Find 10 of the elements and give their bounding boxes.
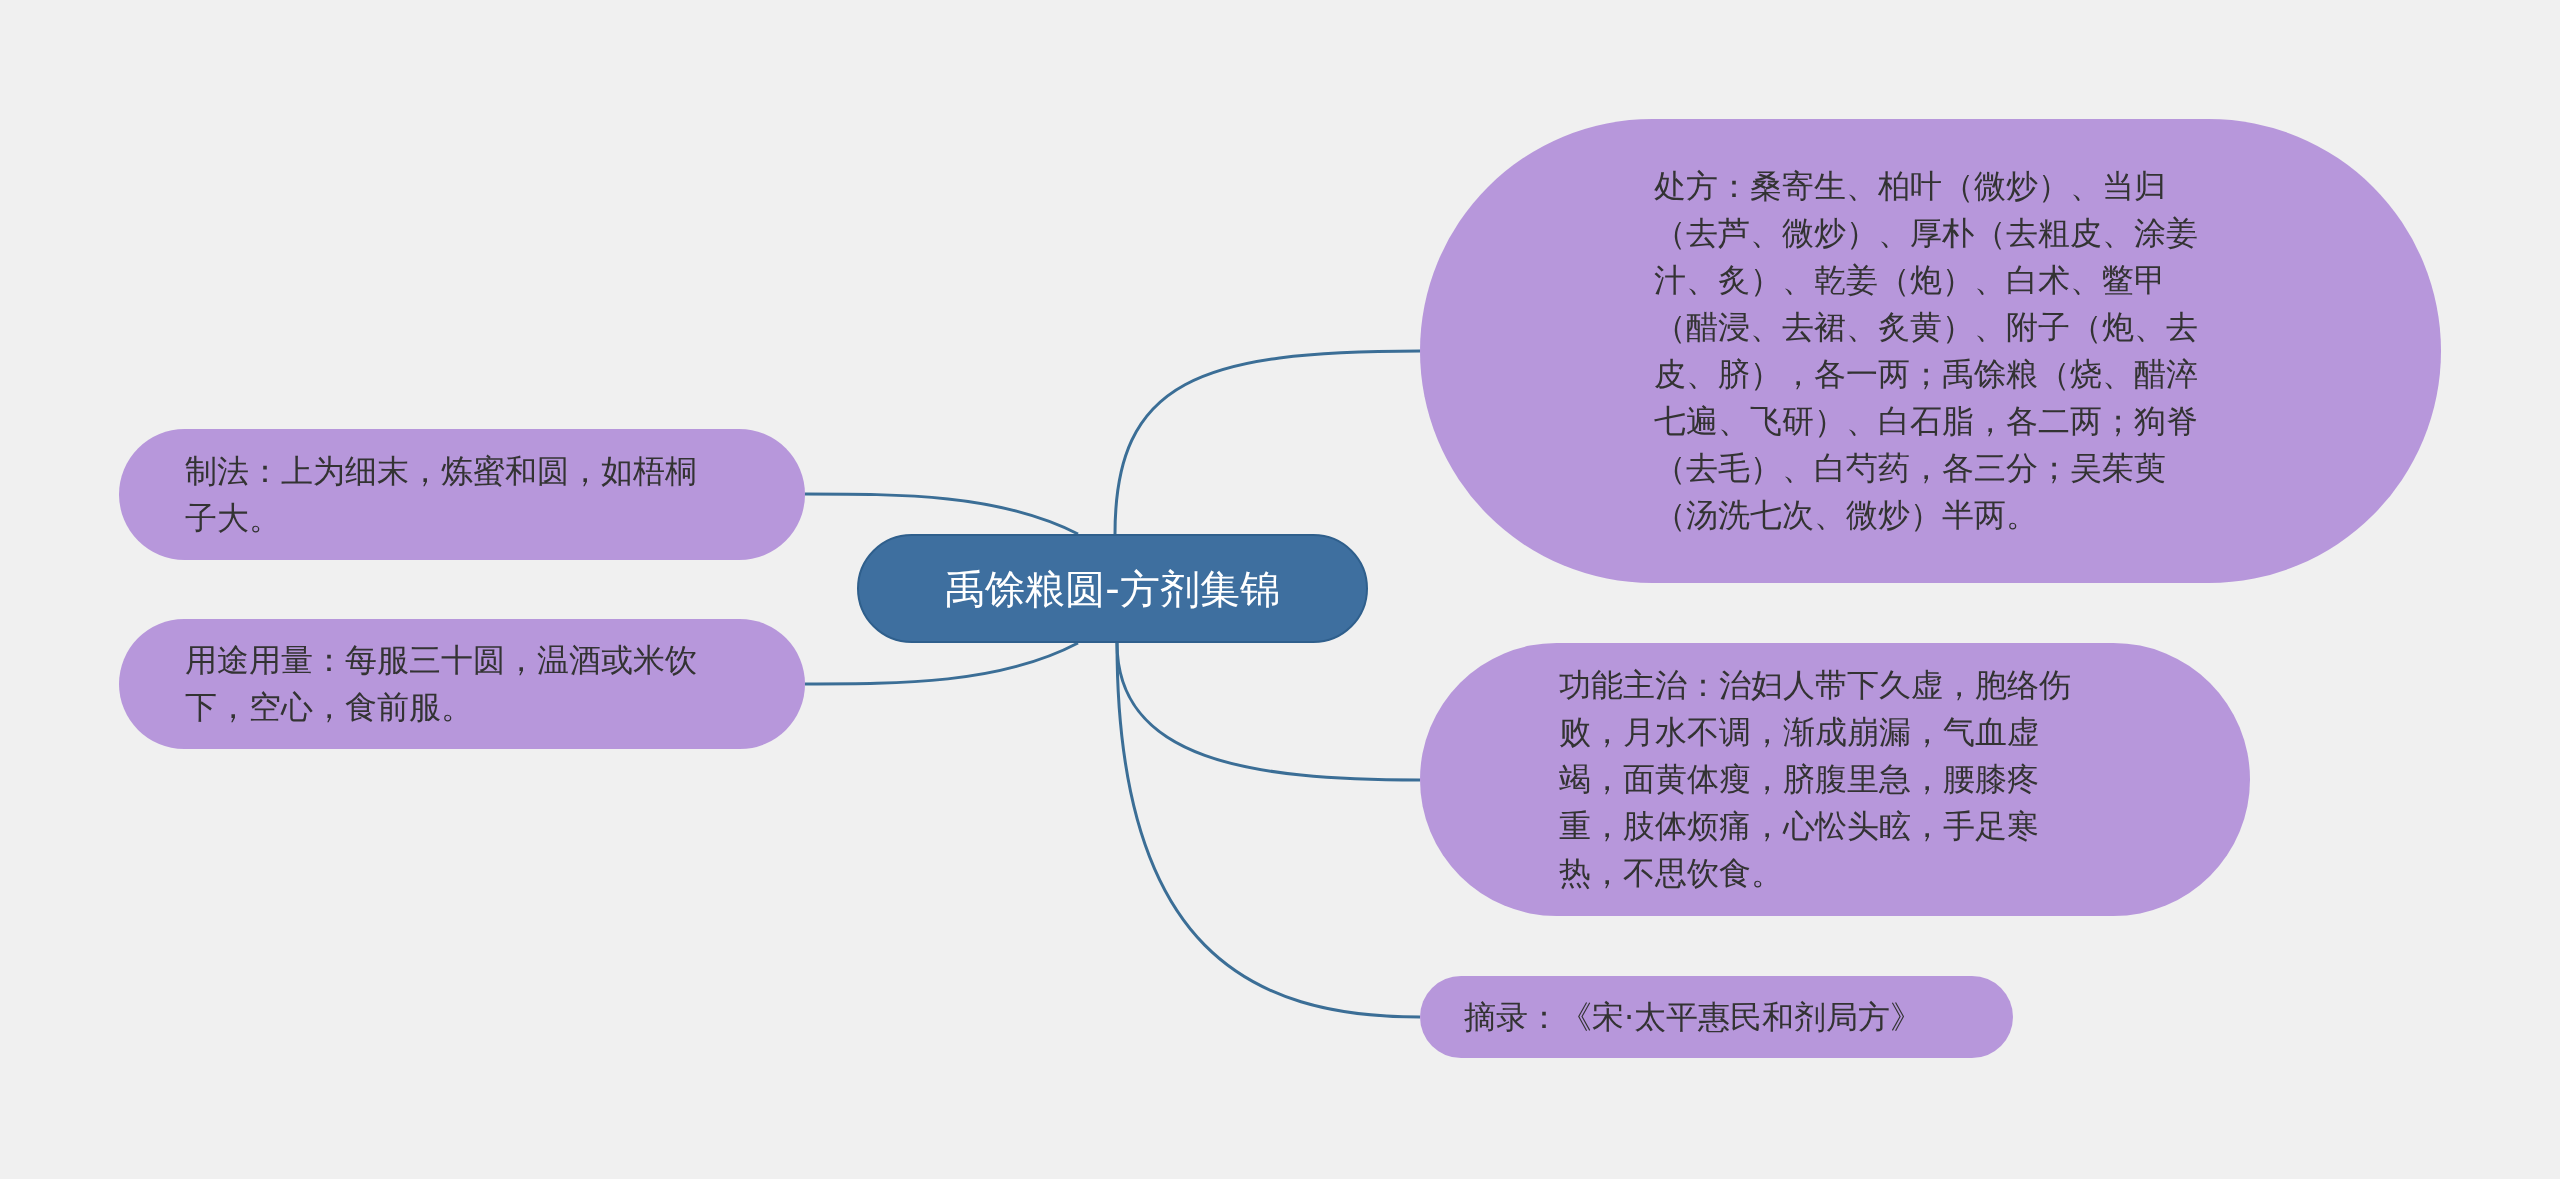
connector-line — [1113, 349, 1420, 535]
topic-text: 制法：上为细末，炼蜜和圆，如梧桐子大。 — [185, 450, 698, 539]
topic-text: 功能主治：治妇人带下久虚，胞络伤败，月水不调，渐成崩漏，气血虚竭，面黄体瘦，脐腹里急，腰膝疼重，肢体烦痛，心忪头眩，手足寒热，不思饮食。 — [1559, 665, 2072, 894]
connector-line — [805, 492, 1079, 536]
topic-title: 禹馀粮圆-方剂集锦 — [945, 564, 1280, 614]
connector-line — [1115, 642, 1421, 1019]
topic-text: 处方：桑寄生、柏叶（微炒）、当归（去芦、微炒）、厚朴（去粗皮、涂姜汁、炙）、乾姜（炮）、白术、鳖甲（醋浸、去裙、炙黄）、附子（炮、去皮、脐），各一两；禹馀粮（烧、醋淬七遍、飞研）、白石脂，各二两；狗脊（去毛）、白芍药，各三分；吴茱萸（汤洗七次、微炒）半两。 — [1654, 166, 2199, 536]
topic-text: 用途用量：每服三十圆，温酒或米饮下，空心，食前服。 — [185, 640, 698, 728]
connector-line — [805, 641, 1079, 686]
topic-text: 摘录：《宋·太平惠民和剂局方》 — [1464, 996, 1924, 1038]
